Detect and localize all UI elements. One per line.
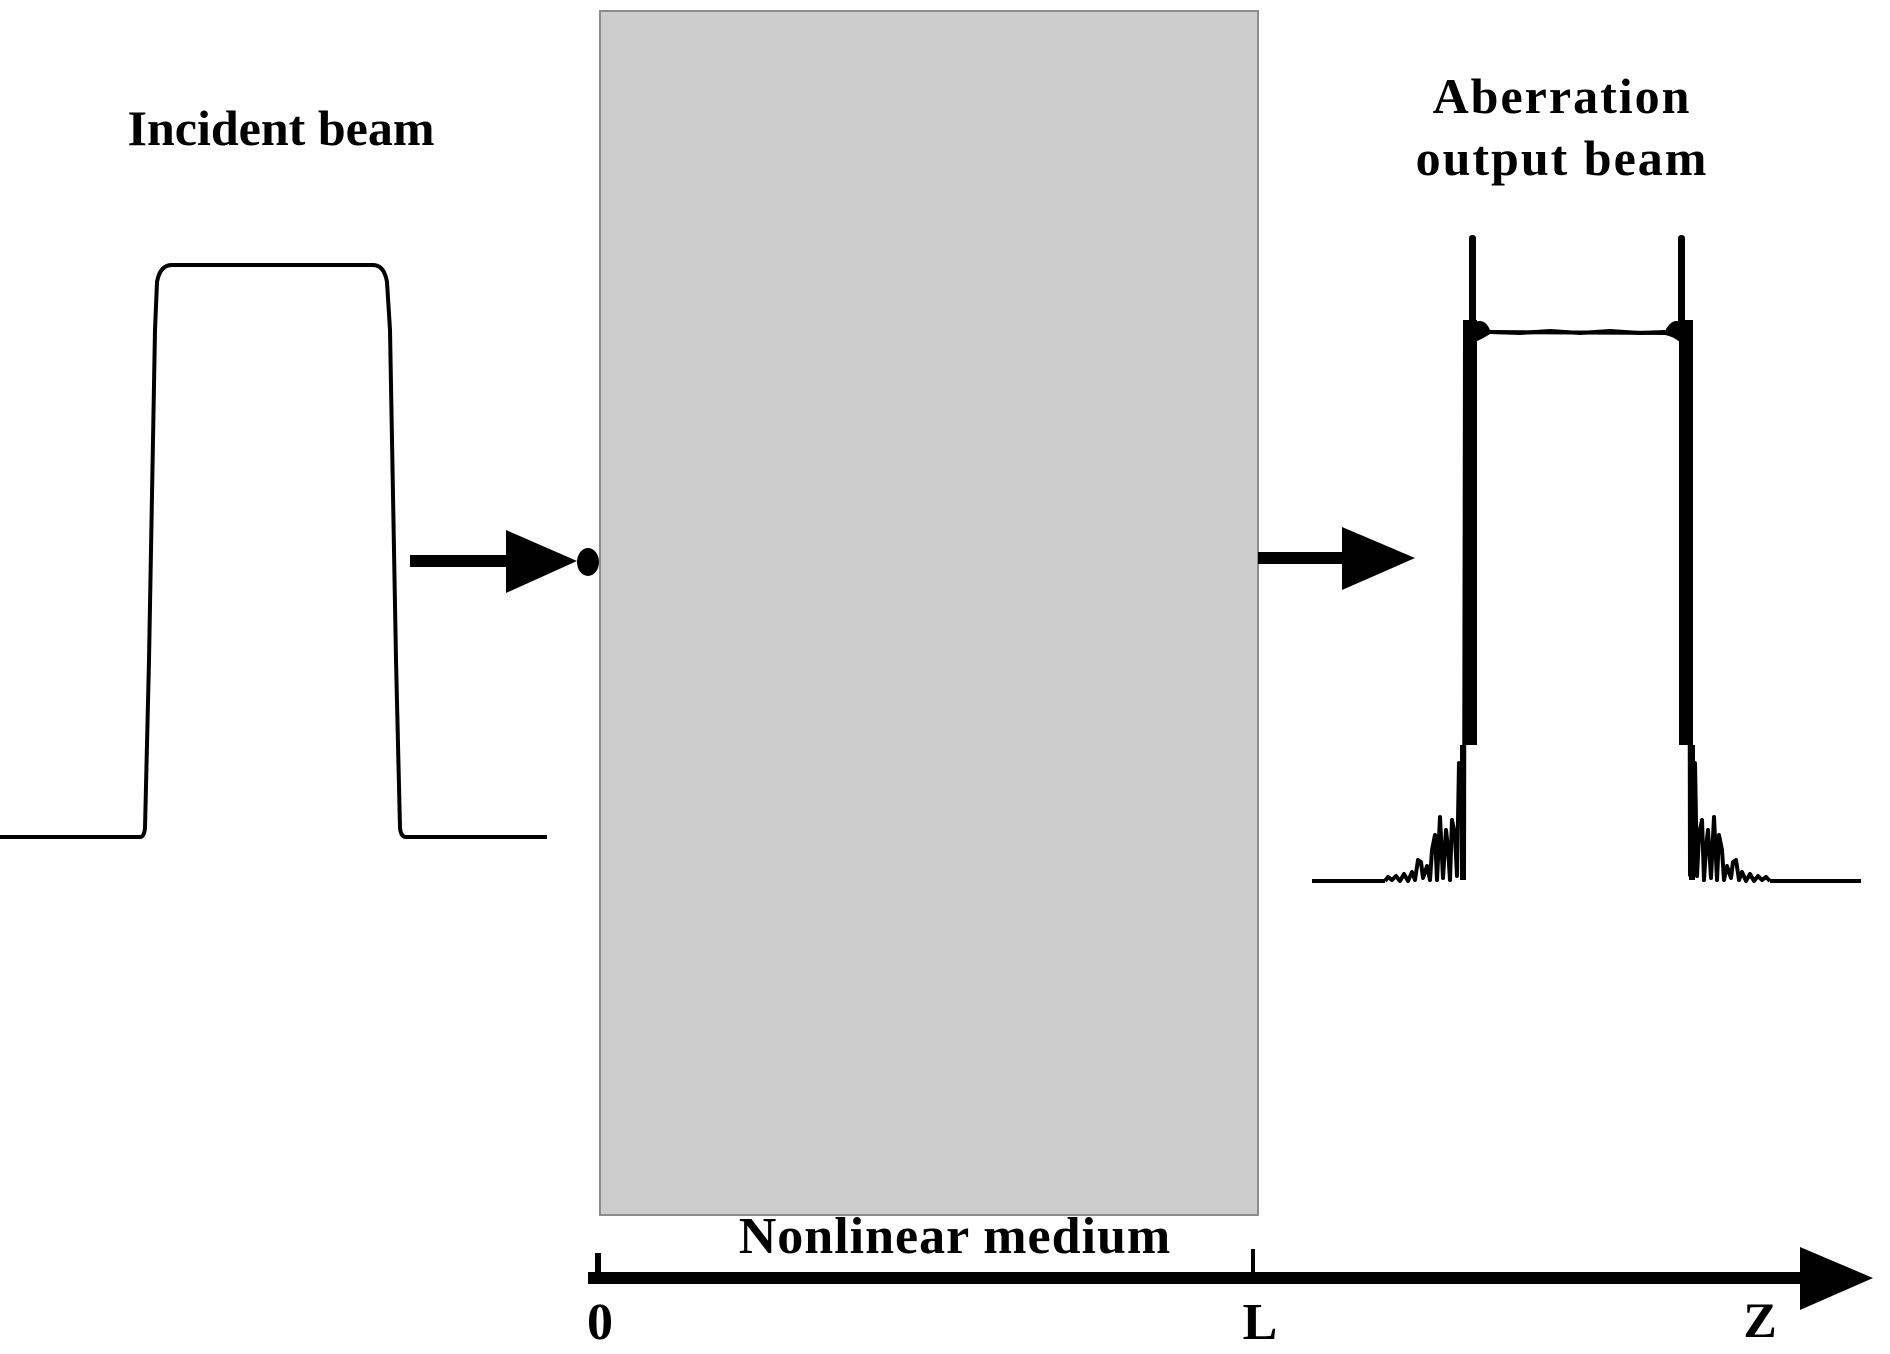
output-beam-label-line1: Aberration (1433, 68, 1692, 124)
axis-label-0: 0 (587, 1294, 613, 1351)
output-beam-profile (1312, 235, 1861, 883)
entrance-point-dot (577, 548, 599, 576)
z-axis (588, 1247, 1873, 1310)
axis-label-L: L (1243, 1294, 1278, 1351)
input-arrow (410, 530, 599, 593)
incident-beam-label: Incident beam (128, 100, 435, 156)
axis-label-z: Z (1743, 1292, 1776, 1348)
axis-tick-L (1251, 1249, 1255, 1274)
nonlinear-medium-label: Nonlinear medium (739, 1208, 1172, 1265)
output-beam-label-line2: output beam (1416, 130, 1709, 186)
incident-beam-profile (0, 263, 547, 839)
axis-tick-0 (595, 1253, 601, 1275)
output-arrow (1258, 527, 1415, 590)
nonlinear-medium-block (599, 10, 1259, 1216)
